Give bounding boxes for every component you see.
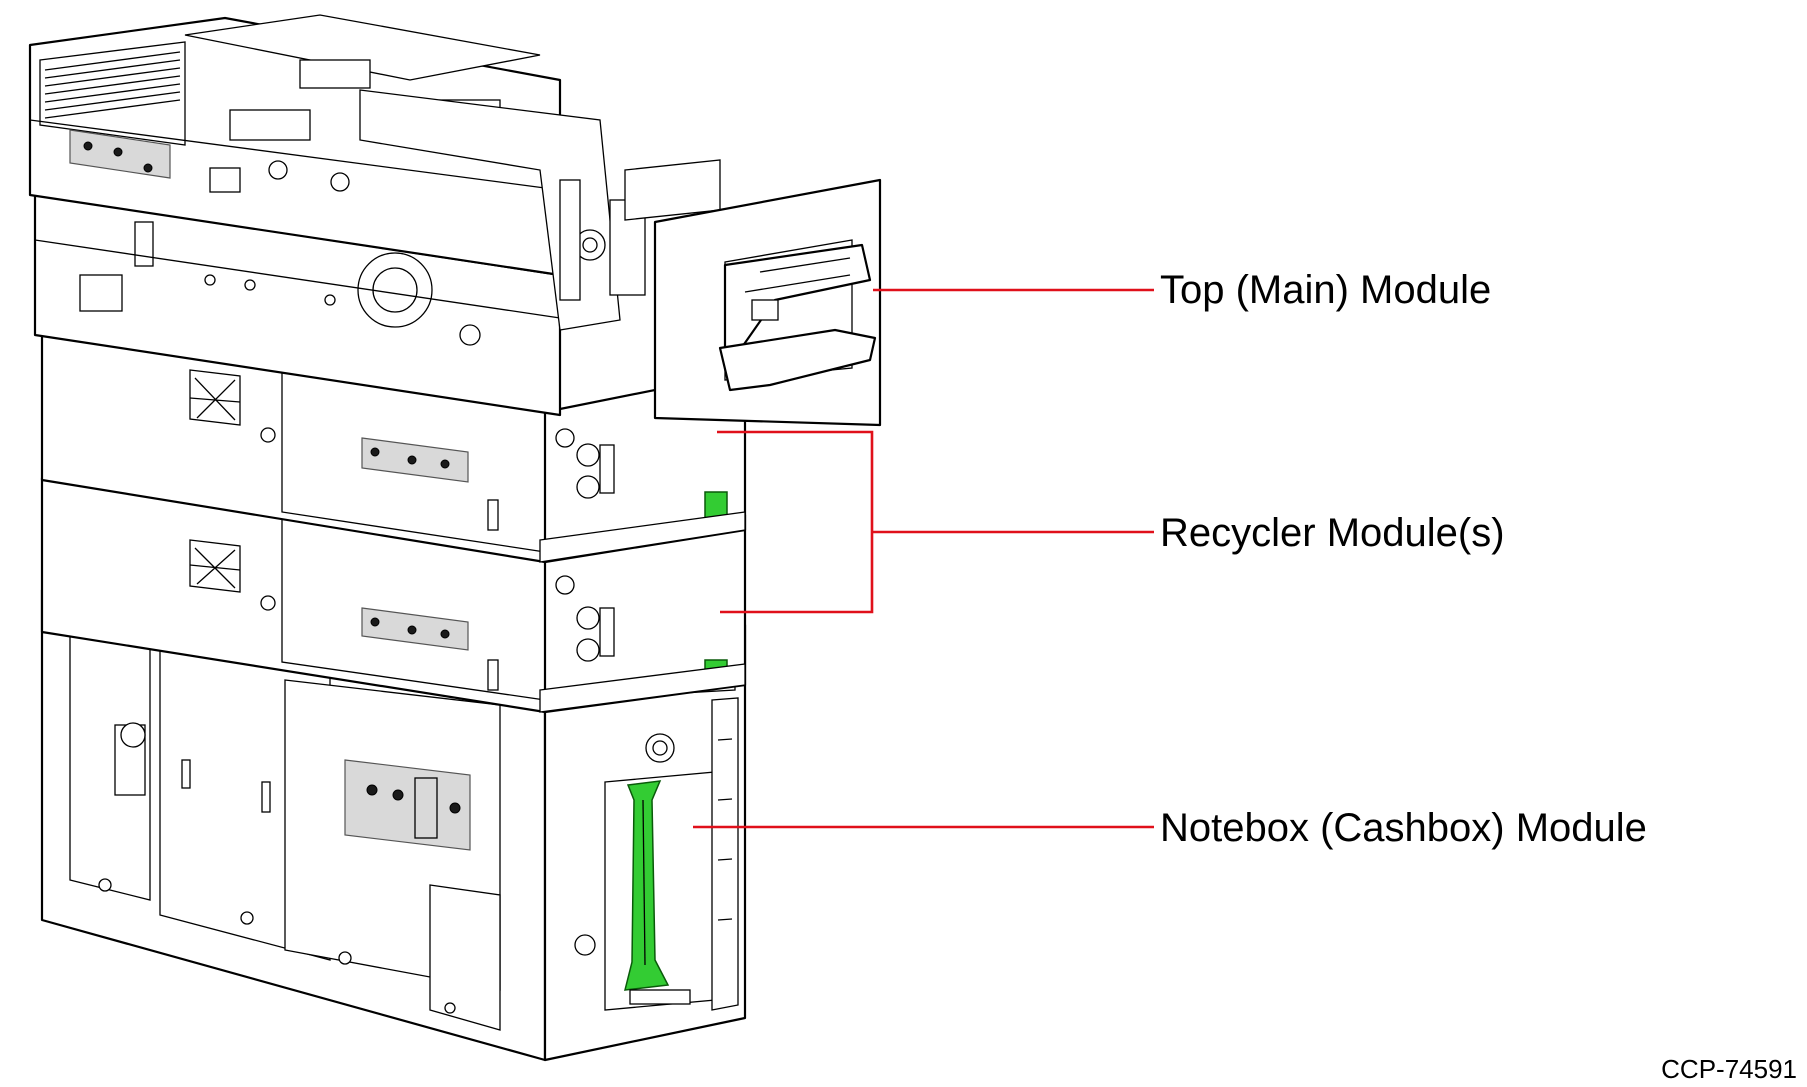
callout-notebox-module: Notebox (Cashbox) Module — [1160, 806, 1647, 850]
leader-recycler-bracket — [717, 430, 874, 614]
leader-lines — [693, 288, 1154, 829]
vent-grille — [39, 41, 186, 146]
figure-id: CCP-74591 — [1661, 1054, 1797, 1084]
callout-recycler-module: Recycler Module(s) — [1160, 511, 1505, 555]
note-tray — [718, 243, 877, 392]
top-main-module-art — [28, 14, 882, 427]
notebox-module-art — [40, 588, 747, 1062]
bill-recycler-illustration — [28, 14, 882, 1062]
callout-top-module: Top (Main) Module — [1160, 268, 1491, 312]
green-release-handle — [624, 780, 670, 991]
